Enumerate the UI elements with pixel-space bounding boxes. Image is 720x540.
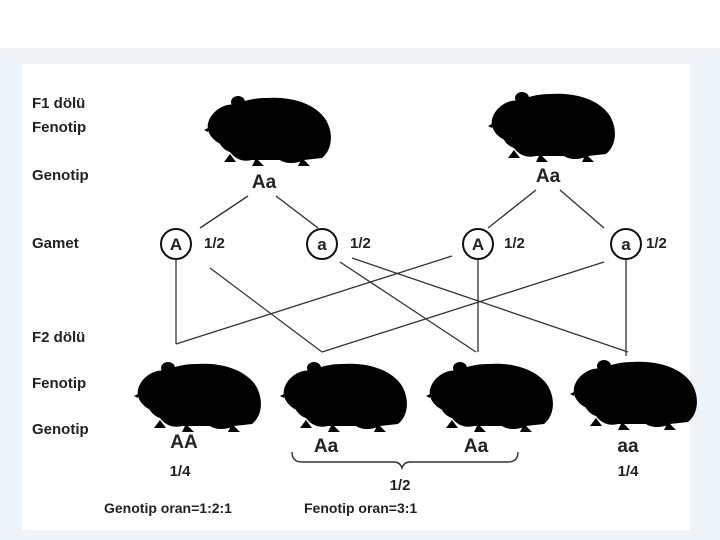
- gamete-2-fraction: 1/2: [350, 235, 371, 252]
- gamete-4-allele: a: [621, 235, 631, 254]
- offspring-1-guinea-pig: [116, 362, 261, 432]
- label-f1: F1 dölü: [32, 95, 85, 112]
- label-f1-fenotip: Fenotip: [32, 119, 86, 136]
- gamete-4: a 1/2: [610, 228, 667, 260]
- offspring-3-genotype: Aa: [464, 436, 489, 457]
- label-f2: F2 dölü: [32, 329, 85, 346]
- label-gamet: Gamet: [32, 235, 79, 252]
- gamete-2: a 1/2: [306, 228, 371, 260]
- offspring-1-genotype: AA: [170, 432, 198, 453]
- parent-gamete-lines: [199, 189, 605, 229]
- parent-2-guinea-pig: [470, 92, 615, 162]
- offspring-4-guinea-pig: [552, 360, 697, 430]
- gamete-3-allele: A: [472, 235, 484, 254]
- parent-1-guinea-pig: [186, 96, 331, 166]
- offspring-4-fraction: 1/4: [618, 463, 640, 480]
- heterozygote-fraction: 1/2: [390, 477, 411, 494]
- parent-1-genotype: Aa: [252, 172, 277, 193]
- offspring-3-guinea-pig: [408, 362, 553, 432]
- gamete-1-fraction: 1/2: [204, 235, 225, 252]
- gamete-3-fraction: 1/2: [504, 235, 525, 252]
- heterozygote-brace: [291, 451, 519, 471]
- gamete-4-fraction: 1/2: [646, 235, 667, 252]
- label-genotip-bottom: Genotip: [32, 421, 89, 438]
- label-genotip-top: Genotip: [32, 167, 89, 184]
- offspring-1-fraction: 1/4: [170, 463, 192, 480]
- gamete-2-allele: a: [317, 235, 327, 254]
- gamete-offspring-lines: [175, 255, 629, 356]
- parent-2-genotype: Aa: [536, 166, 561, 187]
- offspring-2-genotype: Aa: [314, 436, 339, 457]
- label-fenotip-bottom: Fenotip: [32, 375, 86, 392]
- offspring-4-genotype: aa: [617, 436, 639, 457]
- gamete-1: A 1/2: [160, 228, 225, 260]
- offspring-2-guinea-pig: [262, 362, 407, 432]
- genotype-ratio: Genotip oran=1:2:1: [104, 500, 232, 516]
- gamete-1-allele: A: [170, 235, 182, 254]
- phenotype-ratio: Fenotip oran=3:1: [304, 500, 417, 516]
- gamete-3: A 1/2: [462, 228, 525, 260]
